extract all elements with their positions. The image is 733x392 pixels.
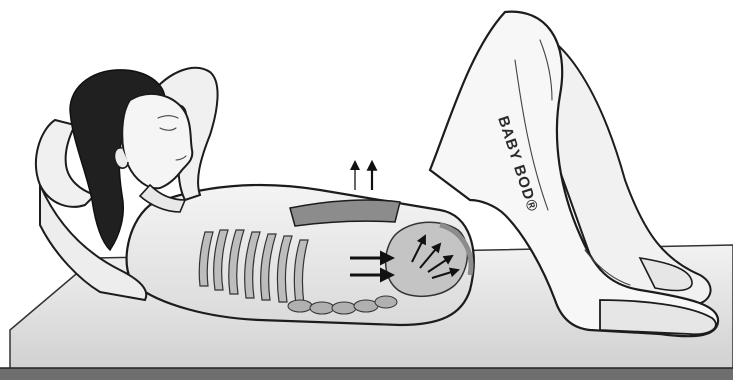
up-arrows-icon — [355, 162, 372, 190]
